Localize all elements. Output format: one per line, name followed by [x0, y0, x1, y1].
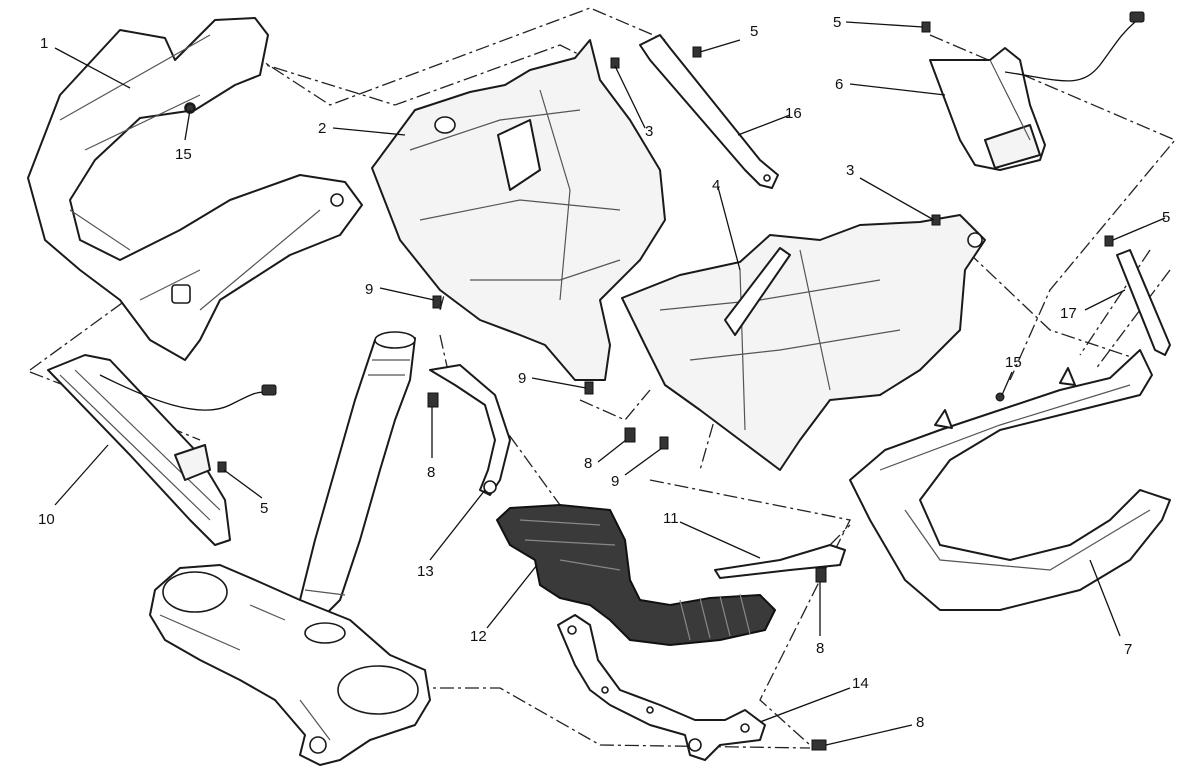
part-17-rod-bracket — [1116, 249, 1171, 356]
part-1-upper-fairing-frame — [27, 17, 363, 361]
callout-3a: 3 — [645, 123, 653, 140]
callout-2: 2 — [318, 120, 326, 137]
callout-6: 6 — [835, 76, 843, 93]
part-6-indicator-lamp — [929, 11, 1145, 171]
part-7-lower-fairing — [849, 349, 1171, 611]
callout-5d: 5 — [260, 500, 268, 517]
callout-15b: 15 — [1005, 354, 1022, 371]
callout-10: 10 — [38, 511, 55, 528]
callout-1: 1 — [40, 35, 48, 52]
callout-9b: 9 — [518, 370, 526, 387]
callout-5c: 5 — [1162, 209, 1170, 226]
part-16-bracket — [639, 34, 779, 189]
part-10-left-indicator — [47, 354, 277, 546]
steering-stem-tube — [299, 331, 416, 626]
callout-8d: 8 — [916, 714, 924, 731]
callout-3b: 3 — [846, 162, 854, 179]
callout-8c: 8 — [816, 640, 824, 657]
callout-8b: 8 — [584, 455, 592, 472]
leader-lines — [54, 21, 1166, 746]
callout-labels: 1 2 3 3 4 5 5 5 5 6 7 8 8 8 8 9 9 9 10 1… — [38, 14, 1170, 731]
part-13-curved-bracket — [429, 364, 511, 496]
callout-8a: 8 — [427, 464, 435, 481]
callout-14: 14 — [852, 675, 869, 692]
part-14-mounting-bracket — [557, 614, 766, 761]
callout-5a: 5 — [750, 23, 758, 40]
part-4-right-air-duct — [621, 214, 986, 471]
part-12-black-air-duct — [496, 504, 776, 646]
part-11-cable — [714, 544, 846, 579]
callout-13: 13 — [417, 563, 434, 580]
part-2-left-air-duct — [371, 39, 666, 381]
fasteners — [185, 21, 1114, 751]
callout-12: 12 — [470, 628, 487, 645]
callout-15a: 15 — [175, 146, 192, 163]
callout-4: 4 — [712, 177, 720, 194]
callout-17: 17 — [1060, 305, 1077, 322]
callout-16: 16 — [785, 105, 802, 122]
triple-clamp — [149, 564, 431, 766]
callout-7: 7 — [1124, 641, 1132, 658]
callout-5b: 5 — [833, 14, 841, 31]
callout-9a: 9 — [365, 281, 373, 298]
callout-11: 11 — [663, 510, 679, 527]
callout-9c: 9 — [611, 473, 619, 490]
